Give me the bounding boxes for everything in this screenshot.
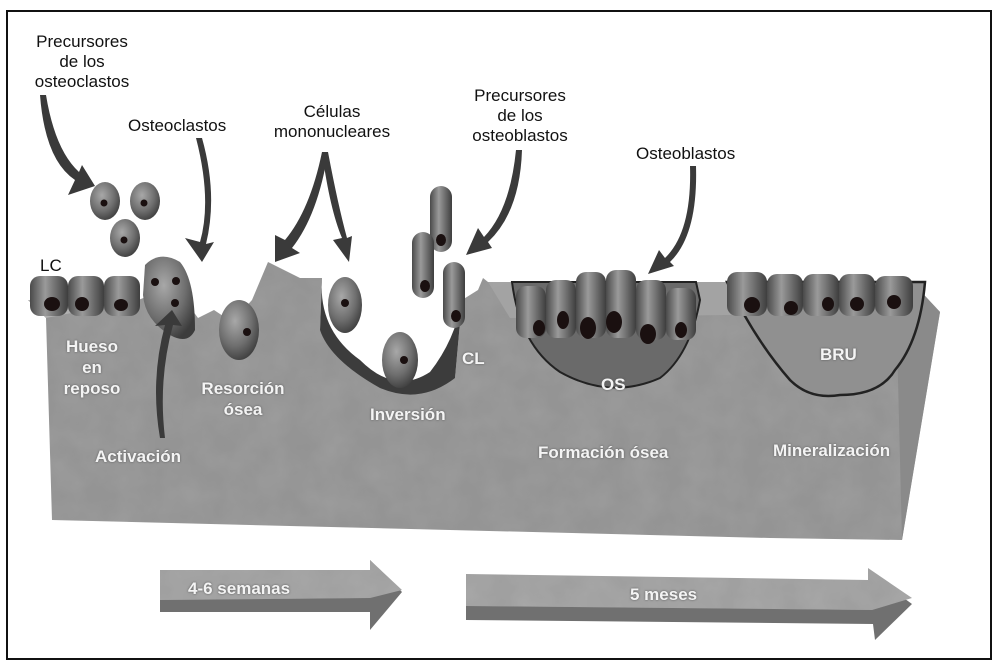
- label-osteoblast-precursors: Precursores de los osteoblastos: [460, 86, 580, 146]
- label-mineralization: Mineralización: [773, 441, 891, 460]
- label-formation: Formación ósea: [538, 443, 669, 462]
- duration-arrow-formation: [466, 568, 912, 640]
- label-cement-line: CL: [462, 349, 485, 368]
- label-formation-duration: 5 meses: [630, 585, 698, 604]
- label-osteoclasts: Osteoclastos: [128, 116, 227, 135]
- label-line: osteoclastos: [34, 72, 130, 91]
- osteoclast-precursor-cells: [90, 182, 160, 257]
- label-line: Células: [303, 102, 361, 121]
- label-line: Precursores: [36, 32, 128, 51]
- label-line: ósea: [223, 400, 263, 419]
- label-osteoblasts: Osteoblastos: [636, 144, 736, 163]
- arrow-osteoclasts: [185, 138, 214, 262]
- arrow-osteoclast-precursors: [40, 95, 95, 195]
- lining-cells-left: [30, 276, 140, 316]
- resorbing-cell: [219, 300, 259, 360]
- label-osteoid: OS: [601, 375, 626, 394]
- arrow-osteoblast-precursors: [466, 150, 522, 255]
- label-reversal: Inversión: [370, 405, 446, 424]
- osteoblast-precursor-cells: [412, 186, 465, 328]
- label-resting-bone: Hueso en reposo: [52, 336, 132, 399]
- arrow-mononuclear-left: [275, 152, 328, 262]
- label-line: Resorción: [201, 379, 285, 398]
- osteoblast-cells: [516, 270, 696, 344]
- arrow-activation: [155, 310, 182, 438]
- label-activation: Activación: [95, 447, 181, 466]
- label-line: en: [82, 358, 102, 377]
- osteoclast-cell: [143, 256, 195, 339]
- label-line: reposo: [63, 379, 121, 398]
- label-mononuclear-cells: Células mononucleares: [262, 102, 402, 142]
- label-resorption: Resorción ósea: [196, 378, 290, 420]
- label-line: de los: [59, 52, 105, 71]
- arrow-mononuclear-right: [322, 152, 352, 262]
- label-line: Precursores: [474, 86, 566, 105]
- duration-arrow-resorption: [160, 560, 402, 630]
- lining-cells-right: [727, 272, 913, 316]
- label-resorption-duration: 4-6 semanas: [188, 579, 291, 598]
- label-bmu: BRU: [820, 345, 857, 364]
- arrow-osteoblasts: [648, 166, 697, 274]
- label-line: Hueso: [66, 337, 118, 356]
- label-lining-cells: LC: [40, 256, 62, 275]
- label-osteoclast-precursors: Precursores de los osteoclastos: [22, 32, 142, 92]
- label-line: osteoblastos: [472, 126, 568, 145]
- label-line: de los: [497, 106, 543, 125]
- label-line: mononucleares: [273, 122, 391, 141]
- figure-frame: [6, 10, 992, 660]
